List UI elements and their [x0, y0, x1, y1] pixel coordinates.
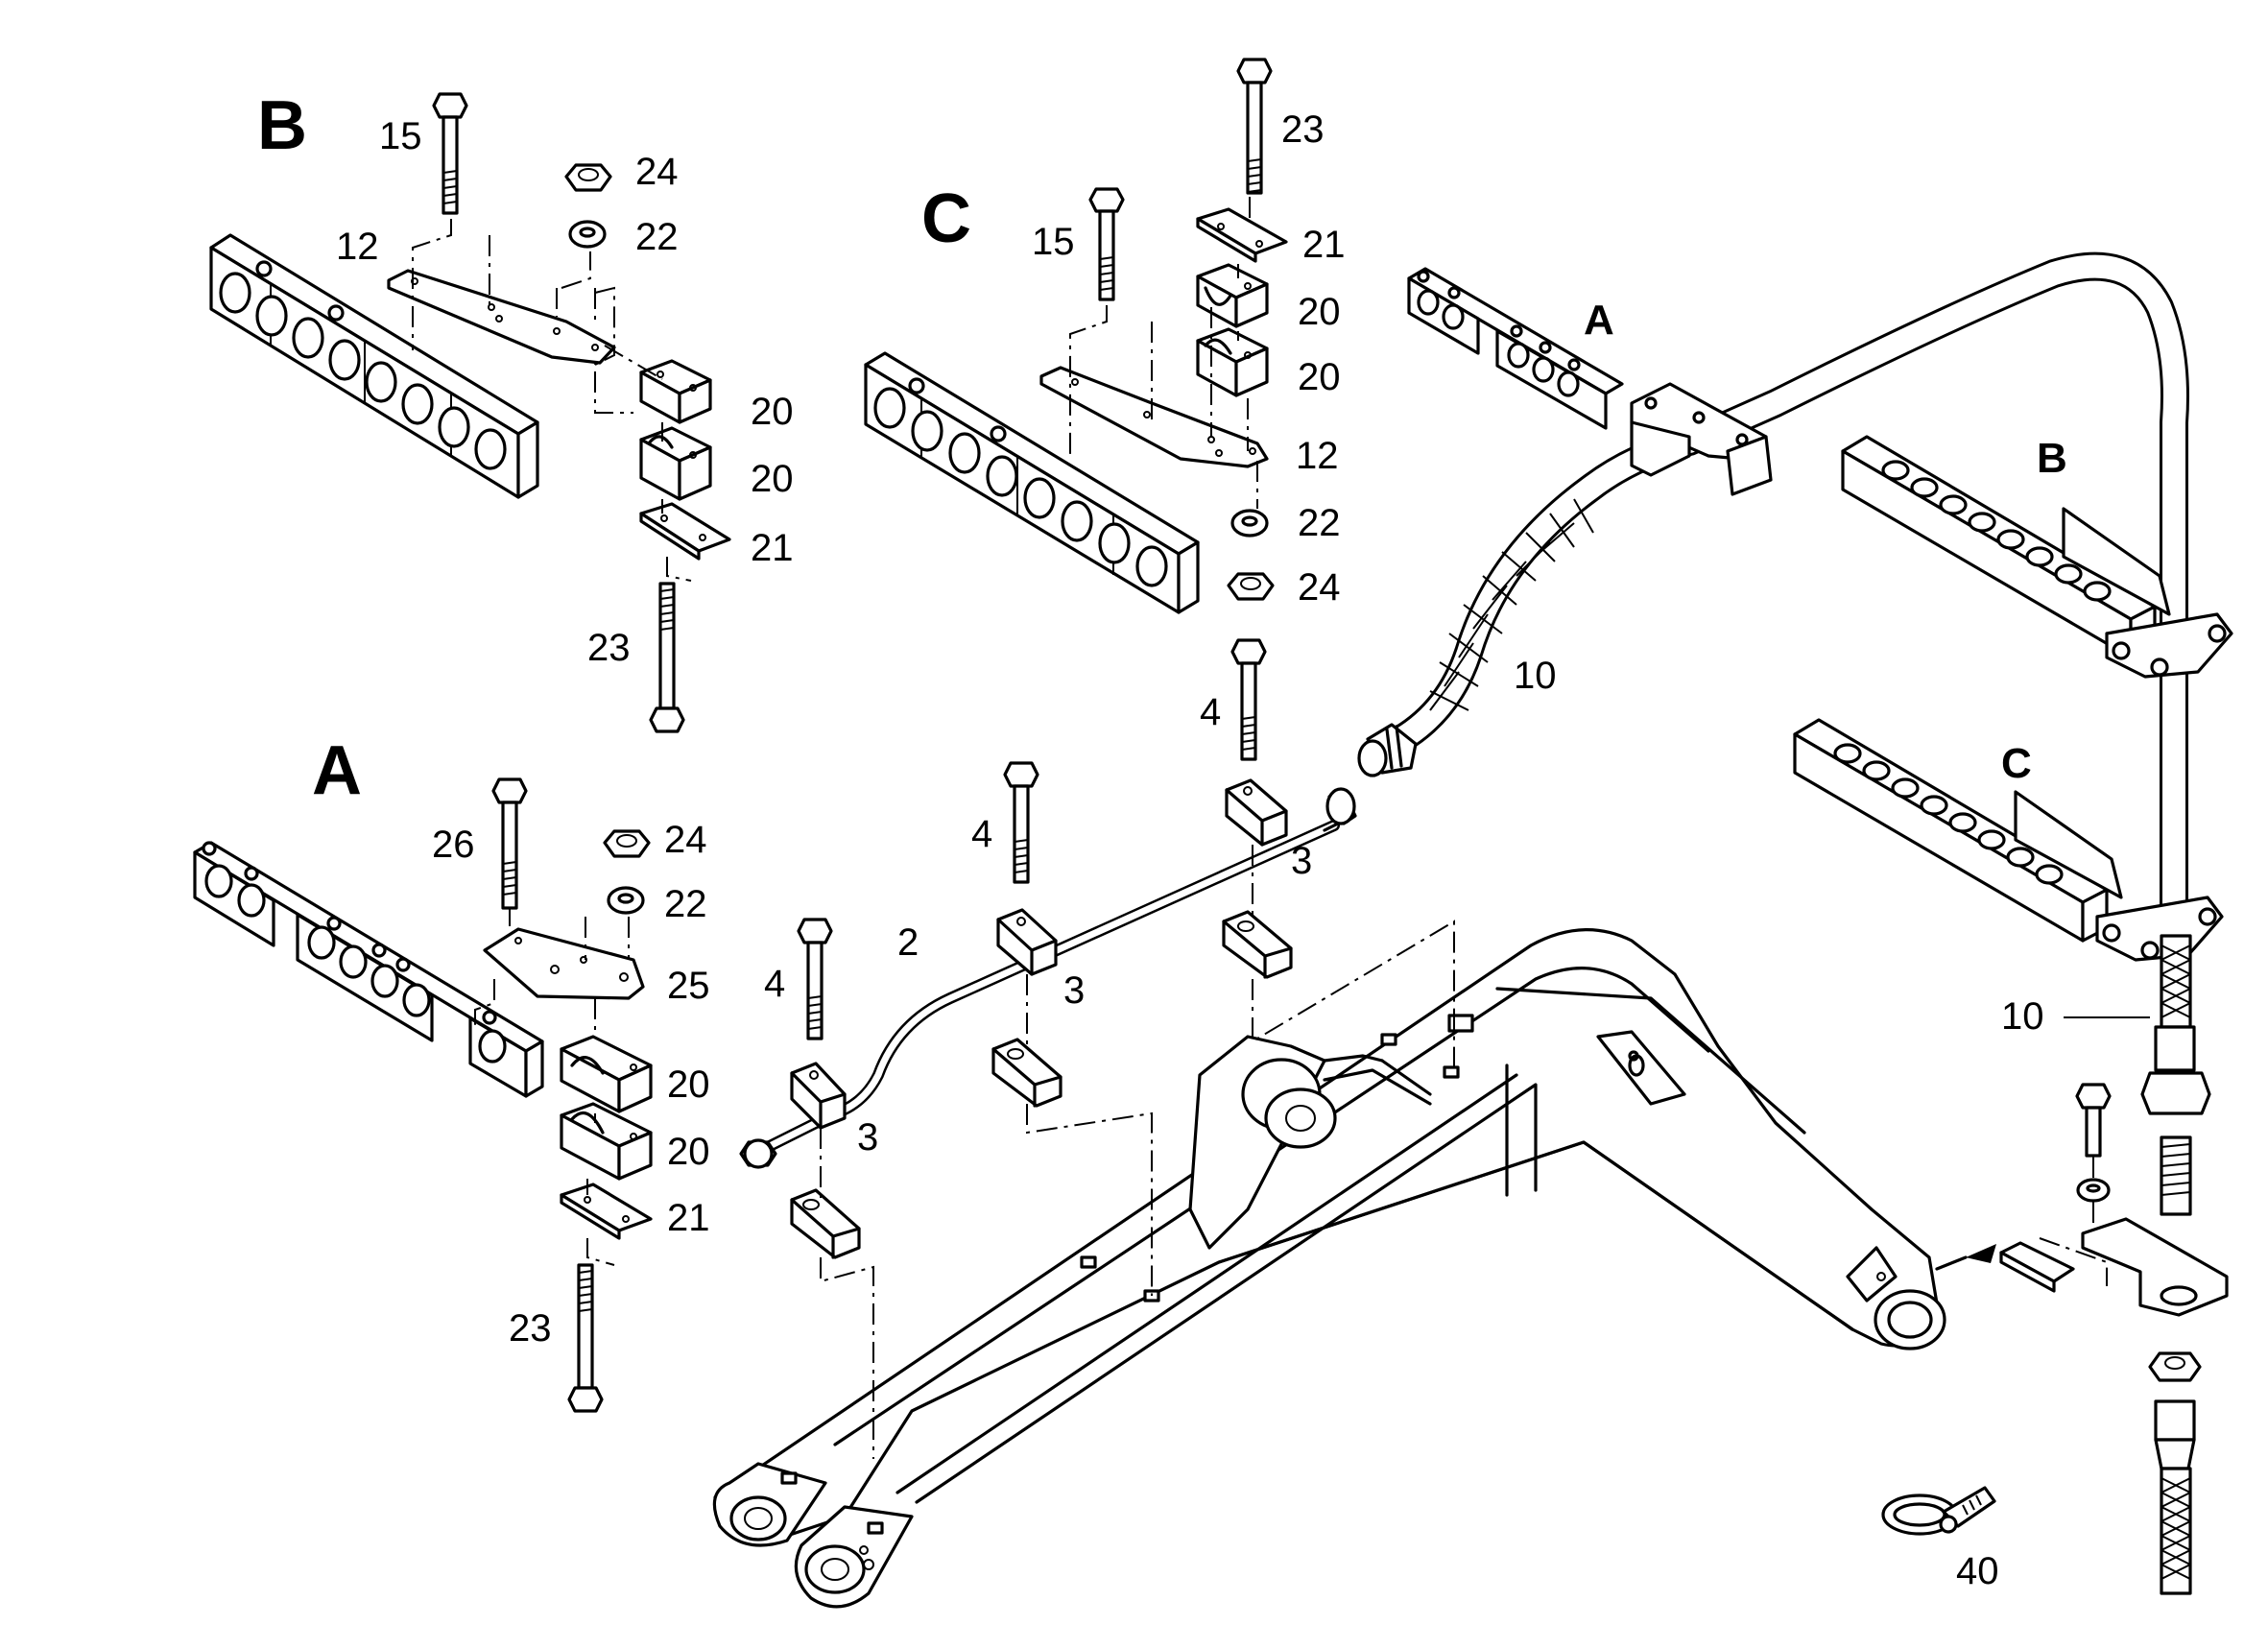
callout-hose-clip: 40 [1956, 1550, 1999, 1592]
callout-b-cover: 21 [751, 527, 794, 569]
view-a-bolt [491, 777, 528, 910]
view-b-clamp-upper [639, 359, 712, 424]
view-a-letter: A [312, 732, 362, 809]
hose-upper [1357, 251, 2189, 945]
main-bolt-2 [1003, 761, 1039, 884]
view-c-nut [1227, 572, 1275, 601]
main-tube [739, 787, 1357, 1169]
main-marker-b: B [2037, 435, 2067, 482]
callout-main-bolt-3: 4 [1200, 691, 1221, 733]
view-b-cover [639, 502, 731, 561]
view-c-bolt [1088, 187, 1125, 301]
view-c-clamp-upper [1196, 263, 1269, 328]
main-marker-a: A [1584, 297, 1614, 344]
view-c-clamp-lower [1196, 327, 1269, 397]
view-b-clamp-bar [209, 233, 539, 499]
main-bolt-1 [797, 918, 833, 1040]
callout-main-tube: 2 [897, 921, 919, 964]
callout-main-clamp-2: 3 [1063, 969, 1085, 1012]
callout-c-washer: 22 [1298, 502, 1341, 544]
main-marker-c: C [2001, 740, 2032, 787]
main-bracket-b [1841, 435, 2233, 679]
view-a-plate [483, 927, 645, 1000]
view-c-washer [1230, 509, 1269, 538]
callout-a-cover: 21 [667, 1197, 710, 1239]
view-b-plate [387, 269, 616, 365]
callout-b-clamp-lower: 20 [751, 458, 794, 500]
callout-c-nut: 24 [1298, 566, 1341, 609]
callout-main-clamp-1: 3 [857, 1116, 878, 1159]
view-c-cover [1196, 207, 1288, 263]
view-b-washer [568, 220, 607, 249]
callout-main-bolt-2: 4 [971, 813, 992, 855]
main-bolt-3 [1230, 638, 1267, 761]
main-bracket-a [1407, 267, 1773, 496]
callout-c-stud: 23 [1281, 108, 1325, 151]
callout-c-clamp-upper: 20 [1298, 291, 1341, 333]
callout-main-bolt-1: 4 [764, 963, 785, 1005]
callout-a-clamp-lower: 20 [667, 1131, 710, 1173]
callout-a-plate: 25 [667, 965, 710, 1007]
main-clamp-2 [991, 908, 1062, 1108]
callout-b-bolt: 15 [379, 115, 422, 157]
view-a-assembly: A 26 [193, 732, 710, 1413]
callout-main-clamp-3: 3 [1291, 840, 1312, 882]
callout-a-clamp-upper: 20 [667, 1063, 710, 1106]
main-clamp-1 [790, 1062, 861, 1259]
boom-structure [712, 928, 1946, 1609]
lower-mount-hardware [1935, 1083, 2229, 1595]
view-a-washer [607, 886, 645, 915]
hose-clip [1881, 1486, 1996, 1536]
view-b-letter: B [257, 87, 307, 164]
view-a-nut [603, 829, 651, 858]
main-clamp-3 [1222, 778, 1293, 979]
view-b-assembly: B 15 [209, 87, 794, 733]
hose-lower [2064, 934, 2211, 1216]
view-c-letter: C [921, 180, 971, 257]
callout-b-clamp-upper: 20 [751, 391, 794, 433]
view-a-clamp-lower [560, 1102, 653, 1181]
view-c-assembly: C 15 [864, 58, 1346, 614]
callout-c-clamp-lower: 20 [1298, 356, 1341, 398]
callout-b-stud: 23 [587, 627, 631, 669]
callout-a-bolt: 26 [432, 824, 475, 866]
view-b-stud [649, 582, 685, 733]
callout-c-bolt: 15 [1032, 221, 1075, 263]
callout-b-plate: 12 [336, 226, 379, 268]
callout-hose-lower: 10 [2001, 995, 2044, 1038]
callout-b-washer: 22 [635, 216, 679, 258]
callout-a-nut: 24 [664, 819, 707, 861]
callout-c-plate: 12 [1296, 435, 1339, 477]
callout-b-nut: 24 [635, 151, 679, 193]
view-c-clamp-bar [864, 351, 1200, 614]
view-b-clamp-lower [639, 426, 712, 501]
view-b-nut [564, 163, 612, 192]
view-b-bolt [432, 92, 468, 215]
view-a-clamp-bar [193, 841, 544, 1098]
callout-hose-upper: 10 [1514, 655, 1557, 697]
view-a-stud [567, 1263, 604, 1413]
callout-a-washer: 22 [664, 883, 707, 925]
callout-a-stud: 23 [509, 1307, 552, 1350]
callout-c-cover: 21 [1302, 224, 1346, 266]
view-a-clamp-upper [560, 1035, 653, 1113]
view-a-cover [560, 1183, 653, 1240]
view-c-stud [1236, 58, 1273, 195]
